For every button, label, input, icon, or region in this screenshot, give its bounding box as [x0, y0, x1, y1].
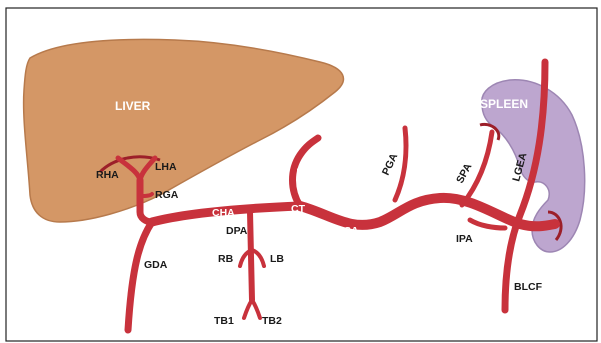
liver-label: LIVER: [115, 99, 151, 113]
ct-label: CT: [291, 203, 306, 215]
dpa-vessel: [250, 212, 252, 300]
tb2-label: TB2: [262, 315, 282, 327]
blcf-label: BLCF: [514, 281, 543, 293]
lga-label: LGA: [295, 165, 307, 188]
ipa-label: IPA: [456, 233, 473, 245]
rha-label: RHA: [96, 169, 119, 181]
rga-vessel: [140, 194, 152, 196]
spleen-label: SPLEEN: [480, 97, 528, 111]
tb2-vessel: [252, 300, 260, 318]
dpa-label: DPA: [226, 225, 248, 237]
rb-label: RB: [218, 253, 234, 265]
cha-label: CHA: [212, 207, 235, 219]
spa-label: SPA: [454, 161, 475, 185]
lha-label: LHA: [155, 161, 177, 173]
gda-vessel: [128, 222, 152, 330]
pga-label: PGA: [380, 151, 401, 177]
ipa-vessel: [470, 220, 505, 228]
rga-label: RGA: [155, 189, 179, 201]
tb1-label: TB1: [214, 315, 234, 327]
sa-label: SA: [344, 225, 359, 237]
lb-label: LB: [270, 253, 284, 265]
tb1-vessel: [244, 300, 252, 318]
gda-label: GDA: [144, 259, 168, 271]
